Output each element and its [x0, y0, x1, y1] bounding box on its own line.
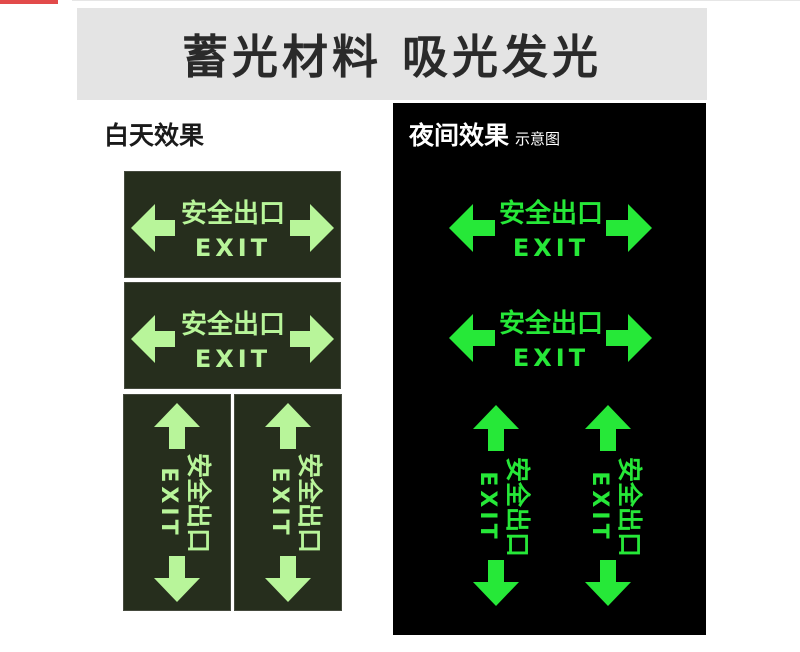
- exit-sign-graphic: 安全出口 EXIT: [449, 198, 652, 262]
- illustration-note: 示意图: [515, 130, 561, 148]
- exit-sign-graphic: 安全出口 EXIT: [449, 308, 652, 372]
- day-exit-sign-vertical-2: 安全出口 EXIT: [234, 394, 342, 611]
- night-exit-sign-horizontal-1: 安全出口 EXIT: [443, 178, 658, 283]
- arrow-right-icon: [606, 314, 652, 362]
- night-effect-title: 夜间效果: [409, 121, 510, 150]
- arrow-left-icon: [449, 204, 495, 252]
- arrow-up-icon: [154, 403, 200, 449]
- night-exit-sign-horizontal-2: 安全出口 EXIT: [443, 288, 658, 393]
- day-effect-label: 白天效果: [104, 121, 205, 150]
- day-exit-sign-vertical-1: 安全出口 EXIT: [123, 394, 231, 611]
- day-exit-sign-horizontal-2: 安全出口 EXIT: [124, 282, 341, 389]
- sign-exit-text: EXIT: [475, 471, 500, 542]
- sign-chinese-text: 安全出口: [615, 457, 644, 557]
- sign-exit-text: EXIT: [195, 345, 271, 373]
- night-exit-sign-vertical-2: 安全出口 EXIT: [555, 399, 661, 614]
- banner-title: 蓄光材料 吸光发光: [181, 30, 602, 84]
- exit-sign-graphic: 安全出口 EXIT: [131, 309, 334, 373]
- sign-chinese-text: 安全出口: [181, 309, 285, 340]
- sign-chinese-text: 安全出口: [184, 453, 213, 553]
- accent-bar: [0, 0, 58, 4]
- arrow-right-icon: [606, 204, 652, 252]
- arrow-left-icon: [131, 315, 175, 363]
- exit-sign-graphic: 安全出口 EXIT: [265, 403, 324, 602]
- arrow-left-icon: [449, 314, 495, 362]
- sign-chinese-text: 安全出口: [295, 453, 324, 553]
- sign-chinese-text: 安全出口: [499, 308, 603, 339]
- exit-sign-graphic: 安全出口 EXIT: [585, 405, 644, 606]
- exit-sign-graphic: 安全出口 EXIT: [131, 198, 334, 262]
- arrow-right-icon: [290, 315, 334, 363]
- day-exit-sign-horizontal-1: 安全出口 EXIT: [124, 171, 341, 278]
- top-divider: [72, 0, 800, 1]
- sign-exit-text: EXIT: [156, 467, 181, 538]
- exit-sign-graphic: 安全出口 EXIT: [154, 403, 213, 602]
- arrow-up-icon: [265, 403, 311, 449]
- arrow-up-icon: [585, 405, 631, 451]
- arrow-down-icon: [585, 560, 631, 606]
- arrow-down-icon: [154, 556, 200, 602]
- arrow-right-icon: [290, 204, 334, 252]
- sign-chinese-text: 安全出口: [503, 457, 532, 557]
- title-banner: 蓄光材料 吸光发光: [77, 8, 707, 100]
- sign-exit-text: EXIT: [513, 344, 589, 372]
- night-exit-sign-vertical-1: 安全出口 EXIT: [443, 399, 549, 614]
- arrow-down-icon: [265, 556, 311, 602]
- exit-sign-graphic: 安全出口 EXIT: [473, 405, 532, 606]
- night-effect-panel: 夜间效果示意图 安全出口 EXIT 安全出口 EXIT 安全出口 EXIT 安: [393, 103, 706, 635]
- arrow-up-icon: [473, 405, 519, 451]
- arrow-down-icon: [473, 560, 519, 606]
- sign-exit-text: EXIT: [195, 234, 271, 262]
- sign-chinese-text: 安全出口: [181, 198, 285, 229]
- arrow-left-icon: [131, 204, 175, 252]
- sign-exit-text: EXIT: [267, 467, 292, 538]
- sign-exit-text: EXIT: [513, 234, 589, 262]
- night-effect-label: 夜间效果示意图: [409, 116, 560, 152]
- sign-exit-text: EXIT: [587, 471, 612, 542]
- sign-chinese-text: 安全出口: [499, 198, 603, 229]
